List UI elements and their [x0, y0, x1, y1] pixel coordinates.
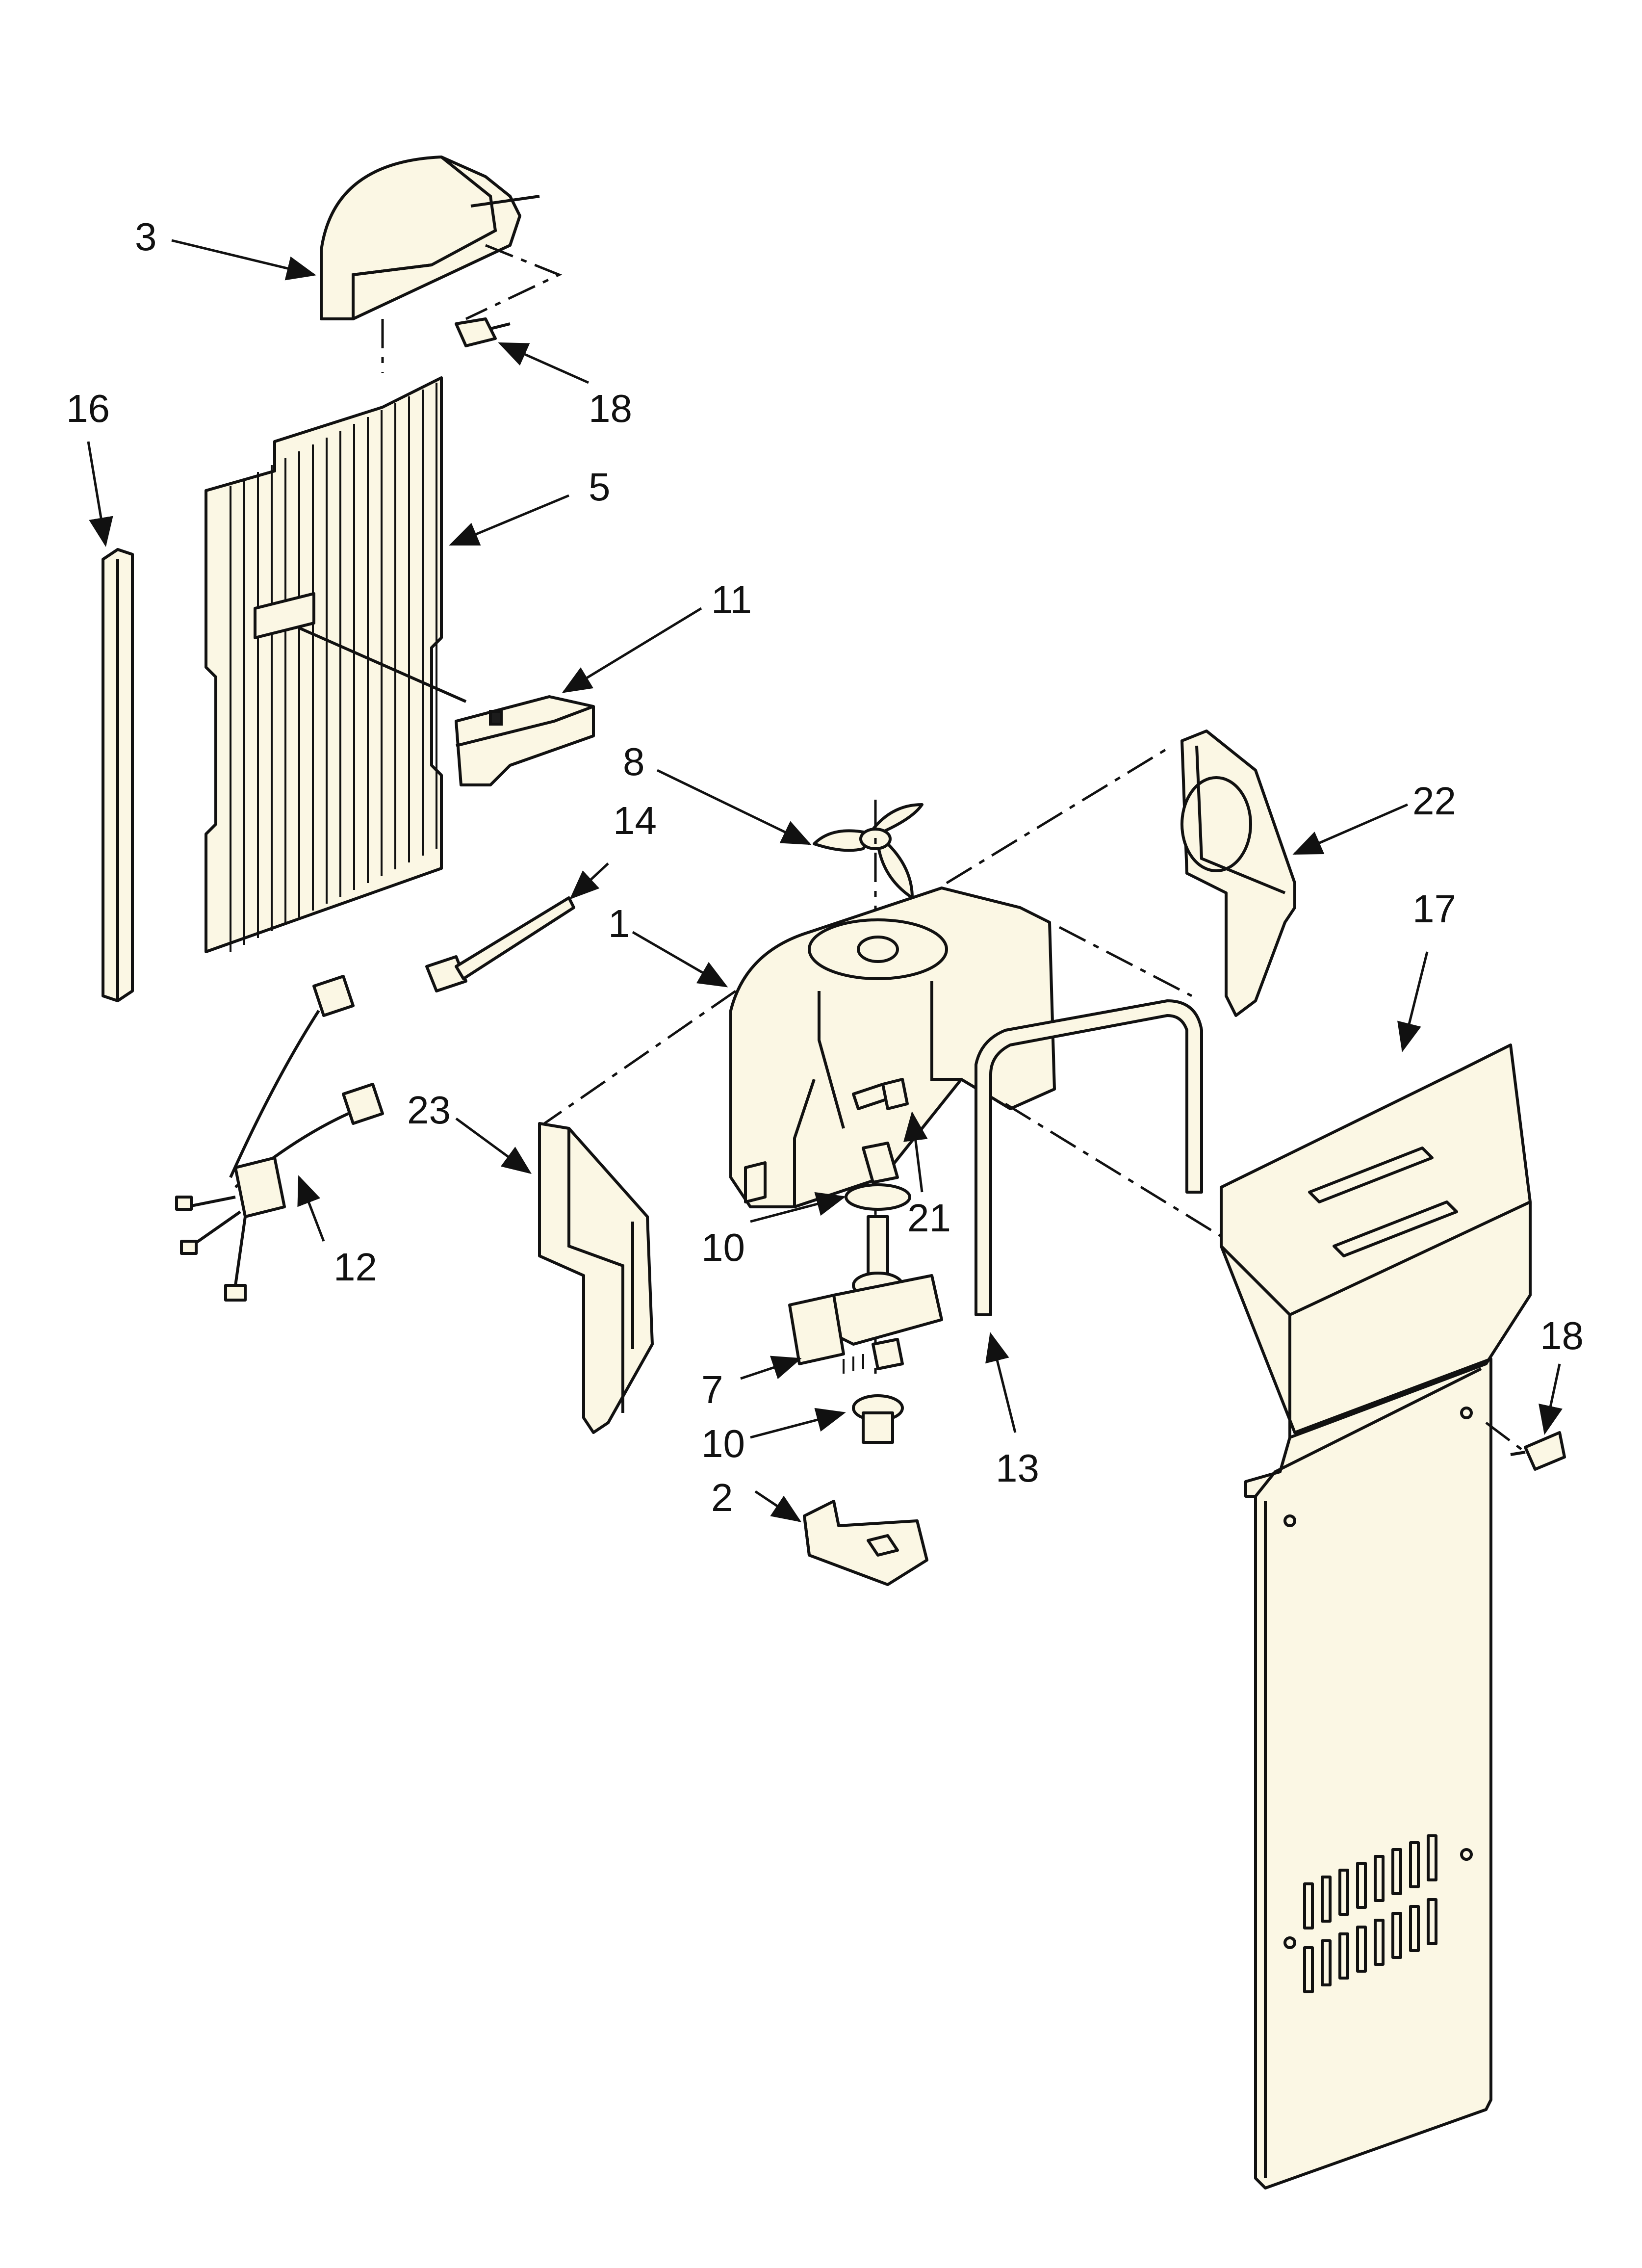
part-5-evaporator-grille — [205, 376, 467, 953]
callout-16: 16 — [66, 387, 110, 430]
callout-14: 14 — [613, 799, 657, 842]
part-1-fan-housing — [729, 886, 1056, 1208]
callout-1: 1 — [608, 902, 630, 945]
callout-10-lower: 10 — [701, 1422, 745, 1465]
callout-21: 21 — [907, 1196, 951, 1240]
part-16-strip — [102, 548, 134, 1002]
part-22-side-panel — [1180, 730, 1296, 1017]
leader-lines — [87, 239, 1563, 1522]
part-10-bushing-lower — [852, 1394, 904, 1444]
callout-10-upper: 10 — [701, 1225, 745, 1269]
callout-18-right: 18 — [1540, 1314, 1584, 1357]
part-18-screw-top — [455, 317, 511, 347]
alignment-lines — [381, 319, 1526, 1453]
part-13-u-gasket — [975, 999, 1203, 1316]
part-21-screw — [852, 1078, 909, 1110]
part-23-side-panel — [538, 1122, 654, 1434]
part-14-cable-tie — [425, 896, 575, 992]
part-7-fan-motor — [788, 1215, 943, 1374]
part-3-duct-cover — [320, 156, 563, 320]
callout-8: 8 — [623, 740, 645, 783]
callout-12: 12 — [334, 1245, 377, 1289]
part-11-bracket — [455, 695, 595, 786]
callout-22: 22 — [1412, 779, 1456, 823]
callout-11: 11 — [711, 578, 752, 622]
part-10-bushing-upper — [845, 1142, 911, 1211]
part-17-rear-panel — [1220, 1043, 1532, 2190]
part-18-screw-right — [1510, 1431, 1566, 1471]
callouts: 3 18 16 5 11 8 14 1 22 17 23 12 10 21 7 … — [66, 215, 1584, 1519]
callout-2: 2 — [711, 1476, 733, 1519]
part-2-motor-bracket — [803, 1500, 928, 1586]
callout-3: 3 — [135, 215, 157, 259]
callout-17: 17 — [1412, 887, 1456, 931]
callout-7: 7 — [701, 1368, 723, 1411]
callout-5: 5 — [589, 465, 611, 509]
callout-13: 13 — [996, 1446, 1039, 1490]
part-12-wire-harness — [175, 975, 384, 1302]
callout-18-top: 18 — [589, 387, 632, 430]
callout-23: 23 — [407, 1088, 451, 1132]
